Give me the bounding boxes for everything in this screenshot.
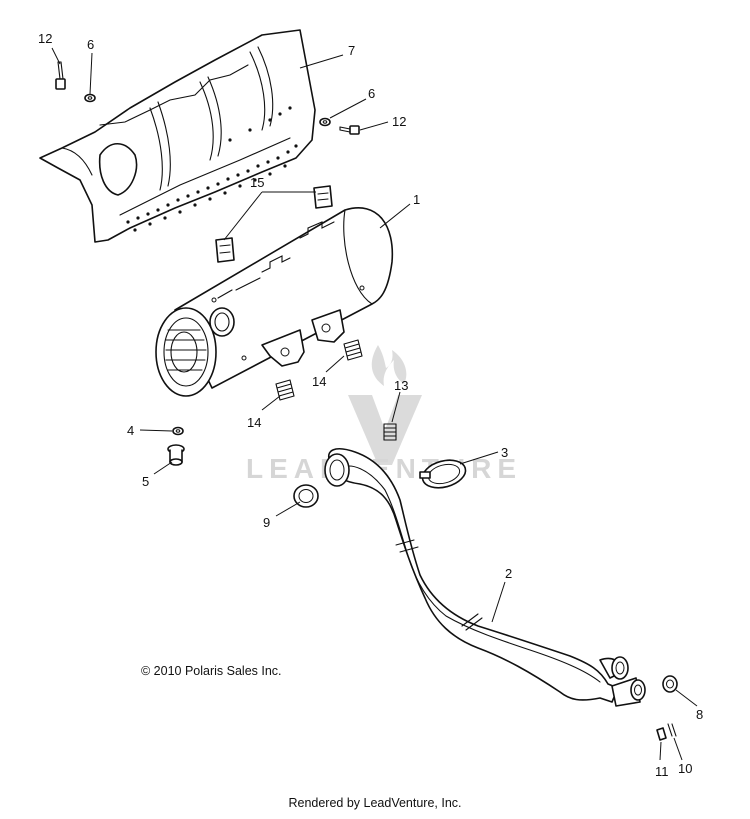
callout-2: 2 [505,566,512,581]
callout-11: 11 [655,764,669,779]
callout-12-right: 12 [392,114,406,129]
rendered-by-footer: Rendered by LeadVenture, Inc. [288,796,462,810]
part-4-washer [172,426,184,436]
callout-14-lower: 14 [247,415,261,430]
callout-14-upper: 14 [312,374,326,389]
part-15-grommet-lower [215,237,235,263]
callout-4: 4 [127,423,134,438]
callout-6-top-left: 6 [87,37,94,52]
part-15-grommet-upper [313,185,333,209]
part-1-muffler [155,207,394,397]
part-9-gasket [293,484,319,508]
callout-9: 9 [263,515,270,530]
callout-8: 8 [696,707,703,722]
part-5-plug [167,444,185,466]
part-6-washer-top-left [84,93,96,103]
callout-1: 1 [413,192,420,207]
part-12-bolt-top-left [55,61,66,90]
callout-12-top-left: 12 [38,31,52,46]
callout-7: 7 [348,43,355,58]
part-14-spring-lower [275,379,295,401]
callout-3: 3 [501,445,508,460]
leadventure-watermark-logo [348,345,422,465]
part-11-fastener [656,727,667,741]
callout-13: 13 [394,378,408,393]
part-14-spring-upper [343,339,363,361]
leader-lines [51,47,698,761]
callout-10: 10 [678,761,692,776]
callout-5: 5 [142,474,149,489]
part-7-heat-shield [39,29,316,243]
callout-6-right: 6 [368,86,375,101]
copyright-notice: © 2010 Polaris Sales Inc. [141,664,282,678]
part-6-washer-right [319,117,331,127]
part-3-clamp [419,459,467,489]
part-2-head-pipe [324,448,646,707]
part-13-spring [383,423,397,441]
part-8-gasket [662,675,678,693]
part-12-bolt-right [339,125,360,135]
callout-15: 15 [250,175,264,190]
part-10-fastener [667,723,677,737]
